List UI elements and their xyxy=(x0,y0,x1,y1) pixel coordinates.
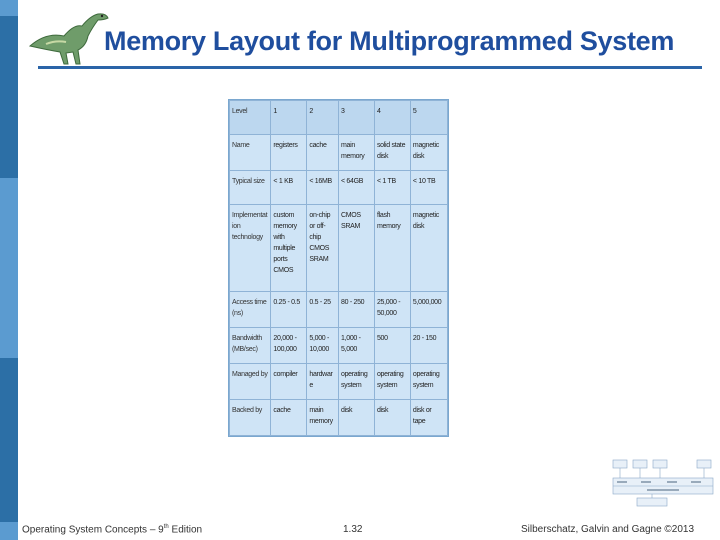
footer-book-text: Operating System Concepts – 9 xyxy=(22,524,164,536)
row-header: Managed by xyxy=(228,362,272,400)
table-cell: magnetic disk xyxy=(409,134,449,172)
table-cell: main memory xyxy=(337,134,375,172)
title-underline xyxy=(38,66,702,69)
table-row: Typical size < 1 KB < 16MB < 64GB < 1 TB… xyxy=(228,170,449,206)
table-cell: 25,000 - 50,000 xyxy=(373,290,411,328)
table-cell: 20,000 - 100,000 xyxy=(270,326,308,364)
table-cell: hardware xyxy=(306,362,339,400)
table-cell: 500 xyxy=(373,326,411,364)
table-cell: disk xyxy=(337,398,375,437)
row-header: Typical size xyxy=(228,170,272,206)
footer-edition-sup: th xyxy=(163,524,169,530)
table-cell: 4 xyxy=(373,99,411,136)
table-cell: cache xyxy=(270,398,308,437)
table-cell: cache xyxy=(306,134,339,172)
table-cell: CMOS SRAM xyxy=(337,204,375,292)
table-row: Name registers cache main memory solid s… xyxy=(228,134,449,172)
table-row: Access time (ns) 0.25 - 0.5 0.5 - 25 80 … xyxy=(228,290,449,328)
table-cell: registers xyxy=(270,134,308,172)
row-header: Bandwidth (MB/sec) xyxy=(228,326,272,364)
sidebar-band-3 xyxy=(0,522,18,540)
table-row: Implementation technology custom memory … xyxy=(228,204,449,292)
table-cell: < 10 TB xyxy=(409,170,449,206)
table-cell: 0.5 - 25 xyxy=(306,290,339,328)
table-cell: custom memory with multiple ports CMOS xyxy=(270,204,308,292)
row-header: Name xyxy=(228,134,272,172)
table-cell: 1,000 - 5,000 xyxy=(337,326,375,364)
table-cell: operating system xyxy=(337,362,375,400)
slide-title: Memory Layout for Multiprogrammed System xyxy=(104,26,675,56)
table-row: Level 1 2 3 4 5 xyxy=(228,99,449,136)
footer-edition-suffix: Edition xyxy=(168,524,203,536)
memory-hierarchy-table: Level 1 2 3 4 5 Name registers cache mai… xyxy=(228,99,449,437)
table-cell: compiler xyxy=(270,362,308,400)
table-cell: < 1 KB xyxy=(270,170,308,206)
slide-number: 1.32 xyxy=(343,524,363,535)
sidebar-band-1 xyxy=(0,0,18,16)
table-cell: 5 xyxy=(409,99,449,136)
table-cell: 20 - 150 xyxy=(409,326,449,364)
table-cell: < 16MB xyxy=(306,170,339,206)
table-cell: < 64GB xyxy=(337,170,375,206)
table-cell: 80 - 250 xyxy=(337,290,375,328)
table-row: Bandwidth (MB/sec) 20,000 - 100,000 5,00… xyxy=(228,326,449,364)
table-cell: on-chip or off-chip CMOS SRAM xyxy=(306,204,339,292)
table-cell: disk xyxy=(373,398,411,437)
table-cell: disk or tape xyxy=(409,398,449,437)
table-cell: 5,000,000 xyxy=(409,290,449,328)
table-cell: operating system xyxy=(373,362,411,400)
footer-book-title: Operating System Concepts – 9th Edition xyxy=(22,524,202,535)
row-header: Implementation technology xyxy=(228,204,272,292)
dinosaur-logo-icon xyxy=(28,13,109,65)
table-cell: flash memory xyxy=(373,204,411,292)
table-cell: 1 xyxy=(270,99,308,136)
row-header: Level xyxy=(228,99,272,136)
sidebar-band-2 xyxy=(0,178,18,358)
table-cell: magnetic disk xyxy=(409,204,449,292)
left-sidebar-bar xyxy=(0,0,18,540)
table-row: Backed by cache main memory disk disk di… xyxy=(228,398,449,437)
table-cell: operating system xyxy=(409,362,449,400)
table-cell: main memory xyxy=(306,398,339,437)
table-cell: 2 xyxy=(306,99,339,136)
table-cell: 5,000 - 10,000 xyxy=(306,326,339,364)
row-header: Backed by xyxy=(228,398,272,437)
memory-diagram-thumbnail xyxy=(612,459,714,507)
table-cell: 0.25 - 0.5 xyxy=(270,290,308,328)
footer-copyright: Silberschatz, Galvin and Gagne ©2013 xyxy=(521,524,695,535)
table-cell: solid state disk xyxy=(373,134,411,172)
table-cell: 3 xyxy=(337,99,375,136)
row-header: Access time (ns) xyxy=(228,290,272,328)
table-row: Managed by compiler hardware operating s… xyxy=(228,362,449,400)
table-cell: < 1 TB xyxy=(373,170,411,206)
